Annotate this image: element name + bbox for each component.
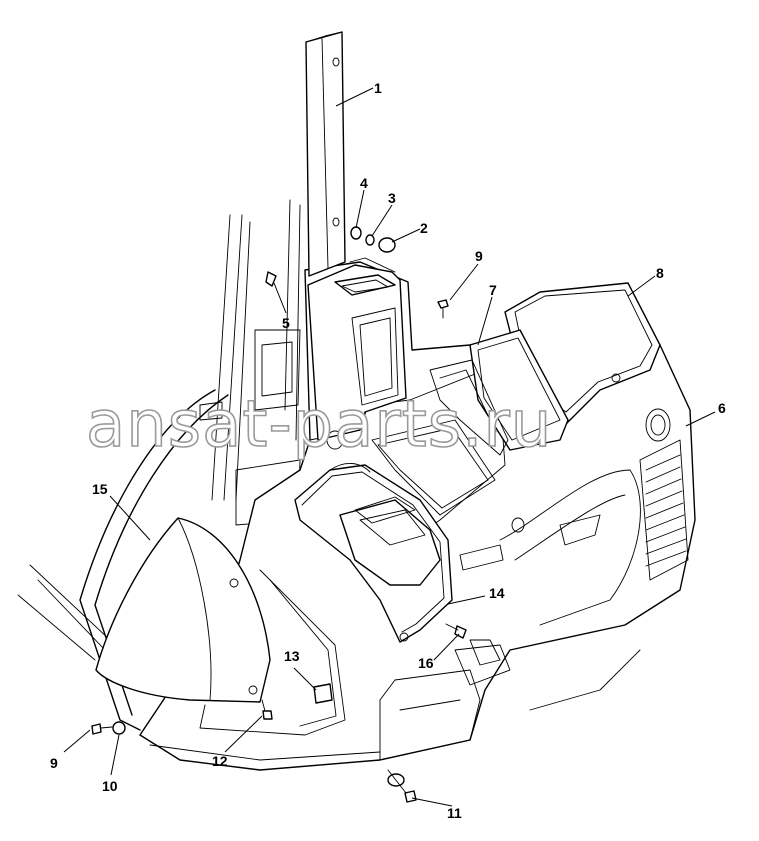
- callout-10: 10: [102, 778, 118, 794]
- screw: [265, 271, 277, 287]
- cap-nut: [378, 237, 396, 253]
- watermark: ansat-parts.ru: [86, 388, 552, 462]
- side-shield: [95, 517, 346, 736]
- washer: [350, 226, 362, 240]
- callout-4: 4: [360, 175, 368, 191]
- callout-11: 11: [447, 805, 462, 821]
- callout-labels: 1 2 3 4 5 6 7 8 9 9 10 11 12 13 14 15 16: [50, 80, 726, 821]
- callout-13: 13: [284, 648, 300, 664]
- nut: [365, 234, 375, 246]
- callout-9-upper: 9: [475, 248, 483, 264]
- callout-8: 8: [656, 265, 664, 281]
- lower-cover: [294, 463, 453, 643]
- callout-3: 3: [388, 190, 396, 206]
- callout-6: 6: [718, 400, 726, 416]
- inner-lid: [429, 329, 569, 456]
- callout-2: 2: [420, 220, 428, 236]
- callout-14: 14: [489, 585, 505, 601]
- callout-1: 1: [374, 80, 382, 96]
- callout-5: 5: [282, 315, 290, 331]
- callout-9-lower: 9: [50, 755, 58, 771]
- callout-15: 15: [92, 481, 108, 497]
- vertical-bracket: [305, 31, 346, 277]
- pillar-housing: [307, 257, 407, 450]
- callout-12: 12: [212, 753, 228, 769]
- callout-16: 16: [418, 655, 434, 671]
- cab-frame: [17, 199, 301, 731]
- callout-7: 7: [489, 282, 497, 298]
- leader-lines: [63, 87, 716, 807]
